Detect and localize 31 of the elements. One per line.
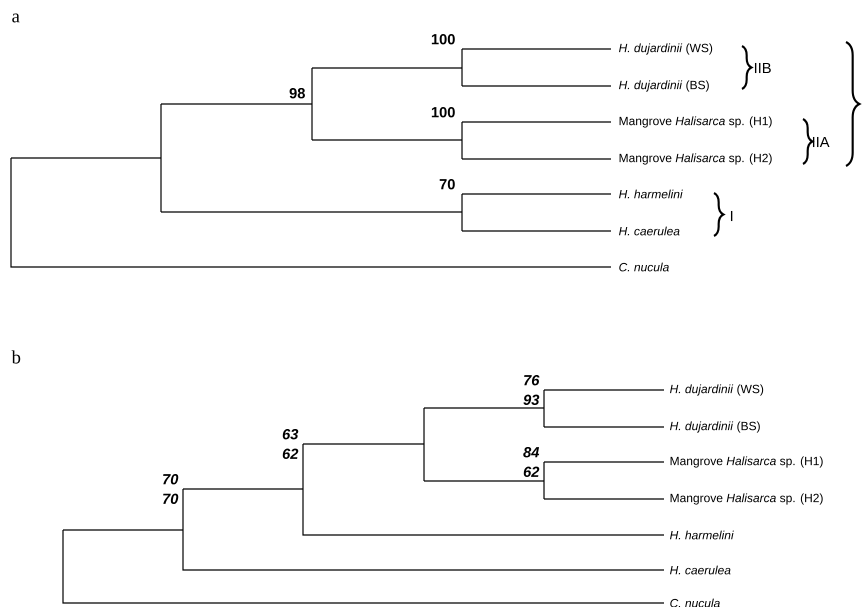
taxon-label: Mangrove Halisarca sp. (H2) <box>670 493 823 505</box>
taxon-label: Mangrove Halisarca sp. (H2) <box>620 153 772 165</box>
bootstrap-value: 76 <box>524 375 540 386</box>
panel-letter: a <box>12 14 20 22</box>
taxon-label: Mangrove Halisarca sp. (H1) <box>620 116 772 128</box>
taxon-label: Mangrove Halisarca sp. (H1) <box>670 456 823 468</box>
taxon-label: H. dujardinii (WS) <box>618 43 712 55</box>
taxon-label: H. harmelini <box>618 190 683 198</box>
bootstrap-value: 70 <box>440 179 455 190</box>
clade-label: IIB <box>754 62 771 74</box>
bootstrap-value: 70 <box>163 474 178 484</box>
panel-letter: b <box>12 350 20 364</box>
bootstrap-value: 63 <box>282 429 298 440</box>
clade-label: IIA <box>812 136 830 148</box>
taxon-label: C. nucula <box>619 262 669 272</box>
taxon-label: H. dujardinii (BS) <box>670 421 760 433</box>
bootstrap-value: 100 <box>432 107 455 118</box>
bootstrap-value: 62 <box>524 466 540 477</box>
taxon-label: H. harmelini <box>670 530 734 540</box>
bootstrap-value: 98 <box>290 88 305 98</box>
bootstrap-value: 100 <box>432 34 455 44</box>
taxon-label: H. caerulea <box>670 566 731 574</box>
bootstrap-value: 93 <box>523 394 540 405</box>
taxon-label: H. dujardinii (WS) <box>670 384 764 396</box>
bootstrap-value: 70 <box>163 494 178 504</box>
taxon-label: H. caerulea <box>618 226 680 236</box>
taxon-label: H. dujardinii (BS) <box>618 80 709 92</box>
bootstrap-value: 84 <box>523 447 540 458</box>
bootstrap-value: 62 <box>282 448 298 459</box>
clade-label: I <box>730 210 732 222</box>
taxon-label: C. nucula <box>670 598 720 607</box>
